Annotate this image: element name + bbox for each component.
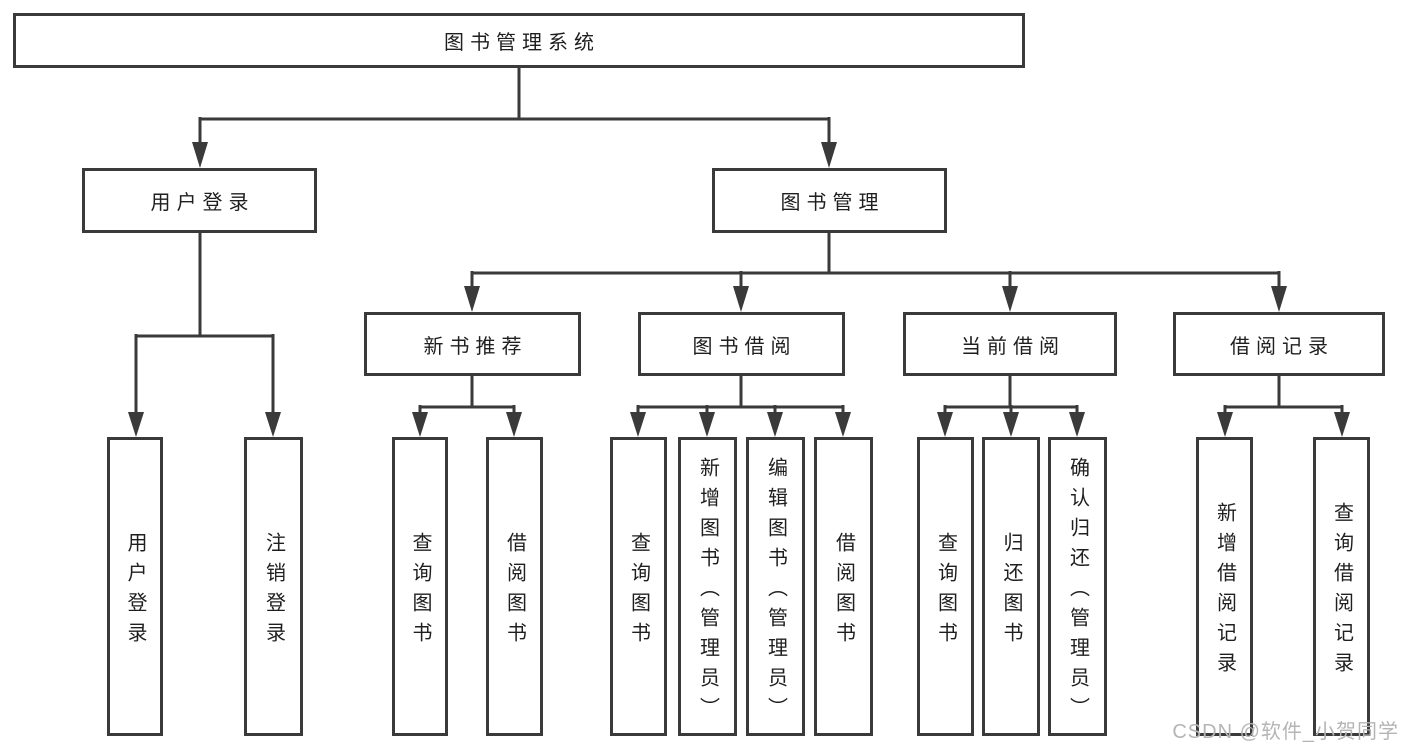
leaf-edit-book-admin-label: 编辑图书（管理员）	[764, 456, 787, 727]
connector-current-borrow	[937, 376, 1085, 437]
leaf-query-books-borrow: 查询图书	[610, 437, 667, 736]
leaf-borrow-books-label: 借阅图书	[832, 531, 855, 652]
connector-root	[192, 68, 837, 168]
leaf-query-books-current-label: 查询图书	[934, 531, 957, 652]
leaf-user-login: 用户登录	[107, 437, 163, 736]
node-library-system-label: 图书管理系统	[444, 32, 600, 54]
leaf-query-borrow-record-label: 查询借阅记录	[1330, 501, 1353, 682]
node-current-borrow: 当前借阅	[903, 312, 1117, 376]
node-borrow-records-label: 借阅记录	[1230, 335, 1334, 358]
leaf-query-books-borrow-label: 查询图书	[627, 531, 650, 652]
leaf-add-borrow-record: 新增借阅记录	[1196, 437, 1253, 736]
csdn-watermark: CSDN @软件_小贺同学	[1172, 721, 1399, 743]
node-new-book-recommend: 新书推荐	[364, 312, 581, 376]
connector-book-borrow	[630, 376, 851, 437]
leaf-logout: 注销登录	[244, 437, 303, 736]
leaf-logout-label: 注销登录	[262, 531, 285, 652]
node-current-borrow-label: 当前借阅	[961, 335, 1065, 358]
node-book-borrow: 图书借阅	[638, 312, 845, 376]
connector-book-management	[464, 233, 1287, 312]
node-book-management: 图书管理	[712, 168, 947, 233]
node-user-login-label: 用户登录	[150, 192, 255, 214]
leaf-borrow-books: 借阅图书	[814, 437, 873, 736]
node-user-login: 用户登录	[82, 168, 317, 233]
leaf-edit-book-admin: 编辑图书（管理员）	[746, 437, 805, 736]
connector-new-book-recommend	[412, 376, 522, 437]
leaf-query-books-recommend-label: 查询图书	[409, 531, 431, 652]
leaf-add-borrow-record-label: 新增借阅记录	[1213, 501, 1236, 682]
node-borrow-records: 借阅记录	[1173, 312, 1385, 376]
leaf-borrow-books-recommend: 借阅图书	[486, 437, 543, 736]
connector-borrow-records	[1217, 376, 1350, 437]
connector-user-login	[128, 233, 281, 437]
leaf-return-book-label: 归还图书	[1000, 531, 1022, 652]
leaf-confirm-return-admin: 确认归还（管理员）	[1048, 437, 1107, 736]
leaf-query-borrow-record: 查询借阅记录	[1313, 437, 1370, 736]
leaf-query-books-current: 查询图书	[917, 437, 974, 736]
node-new-book-recommend-label: 新书推荐	[423, 335, 528, 358]
leaf-add-book-admin-label: 新增图书（管理员）	[696, 456, 719, 727]
leaf-add-book-admin: 新增图书（管理员）	[678, 437, 737, 736]
leaf-user-login-label: 用户登录	[124, 531, 146, 652]
node-book-management-label: 图书管理	[780, 192, 885, 214]
leaf-borrow-books-recommend-label: 借阅图书	[503, 531, 526, 652]
leaf-query-books-recommend: 查询图书	[392, 437, 448, 736]
node-book-borrow-label: 图书借阅	[692, 335, 797, 358]
leaf-return-book: 归还图书	[982, 437, 1040, 736]
node-library-system: 图书管理系统	[13, 13, 1025, 68]
leaf-confirm-return-admin-label: 确认归还（管理员）	[1066, 456, 1089, 727]
